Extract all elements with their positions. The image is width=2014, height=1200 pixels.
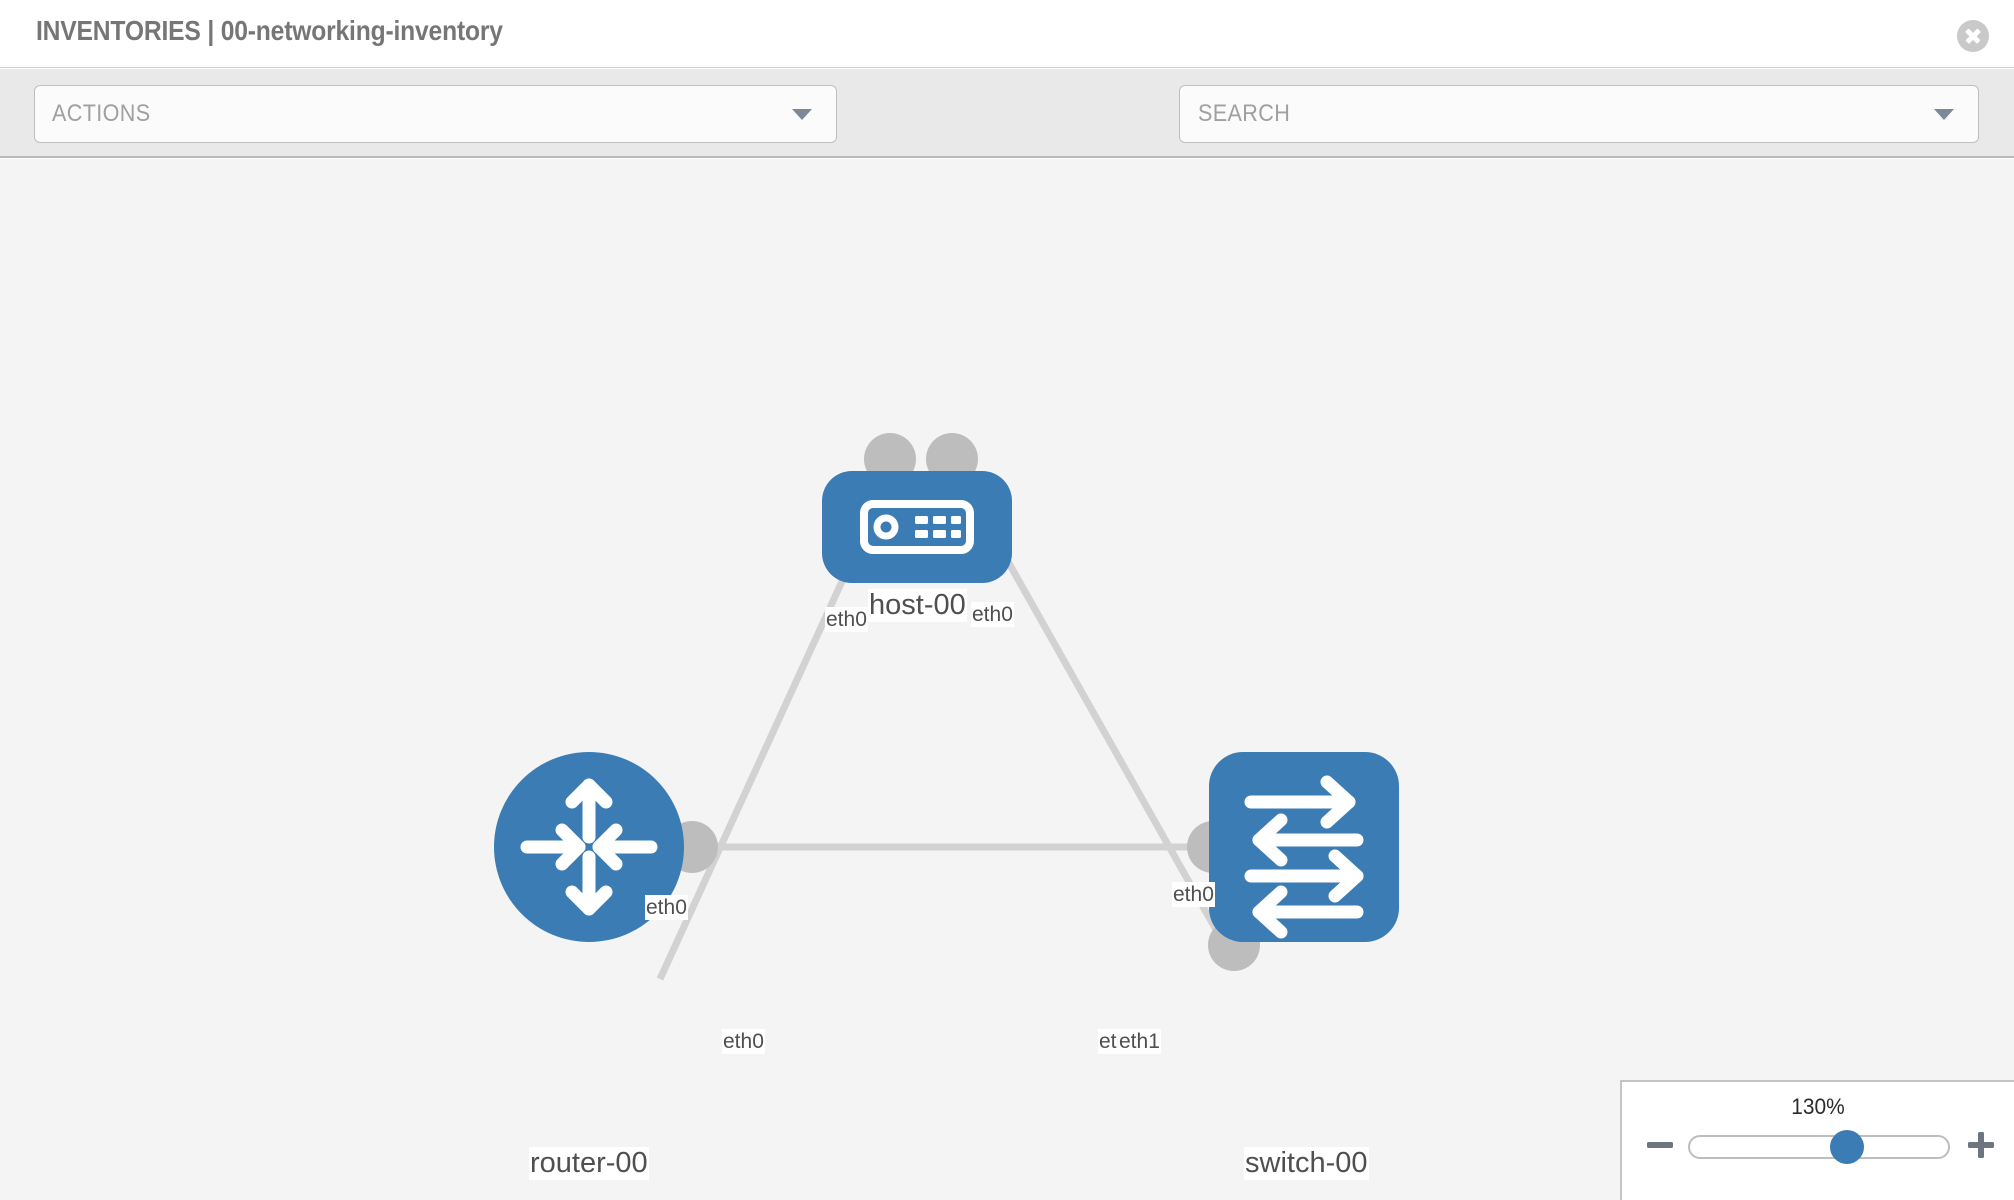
node-label-host-00: host-00 [868, 589, 967, 622]
edge-label-host-eth0-left: eth0 [825, 607, 868, 632]
edge-label-switch-eth1: eth1 [1118, 1029, 1161, 1054]
actions-dropdown[interactable]: ACTIONS [34, 85, 837, 143]
close-icon[interactable] [1957, 20, 1989, 52]
zoom-percent-label: 130% [1791, 1094, 1845, 1119]
toolbar: ACTIONS SEARCH [0, 69, 2014, 202]
zoom-slider[interactable] [1688, 1130, 1950, 1164]
node-router-00 [494, 752, 684, 942]
zoom-control-panel: 130% [1620, 1080, 2014, 1200]
node-host-00 [822, 471, 1012, 583]
topology-canvas[interactable]: eth0 eth0 eth0 eth0 eth0 eth0 eth1 host-… [0, 159, 2014, 1200]
search-placeholder: SEARCH [1198, 100, 1291, 127]
actions-dropdown-label: ACTIONS [52, 100, 151, 127]
zoom-slider-thumb[interactable] [1830, 1130, 1865, 1164]
topology-graph [494, 433, 1399, 981]
node-switch-00 [1209, 752, 1399, 942]
node-label-switch-00: switch-00 [1244, 1147, 1369, 1180]
chevron-down-icon [792, 109, 812, 120]
edge-label-router-eth0: eth0 [722, 1029, 765, 1054]
chevron-down-icon [1934, 109, 1954, 120]
edge-label-switch-eth0-uplink: eth0 [1172, 882, 1215, 907]
edge-label-host-eth0-right: eth0 [971, 602, 1014, 627]
edge-label-router-eth0-uplink: eth0 [645, 895, 688, 920]
page-title: INVENTORIES | 00-networking-inventory [36, 15, 503, 46]
zoom-out-button[interactable] [1645, 1130, 1675, 1160]
search-input[interactable]: SEARCH [1179, 85, 1979, 143]
node-label-router-00: router-00 [529, 1147, 649, 1180]
page-header: INVENTORIES | 00-networking-inventory [0, 0, 2014, 68]
zoom-in-button[interactable] [1966, 1130, 1996, 1160]
